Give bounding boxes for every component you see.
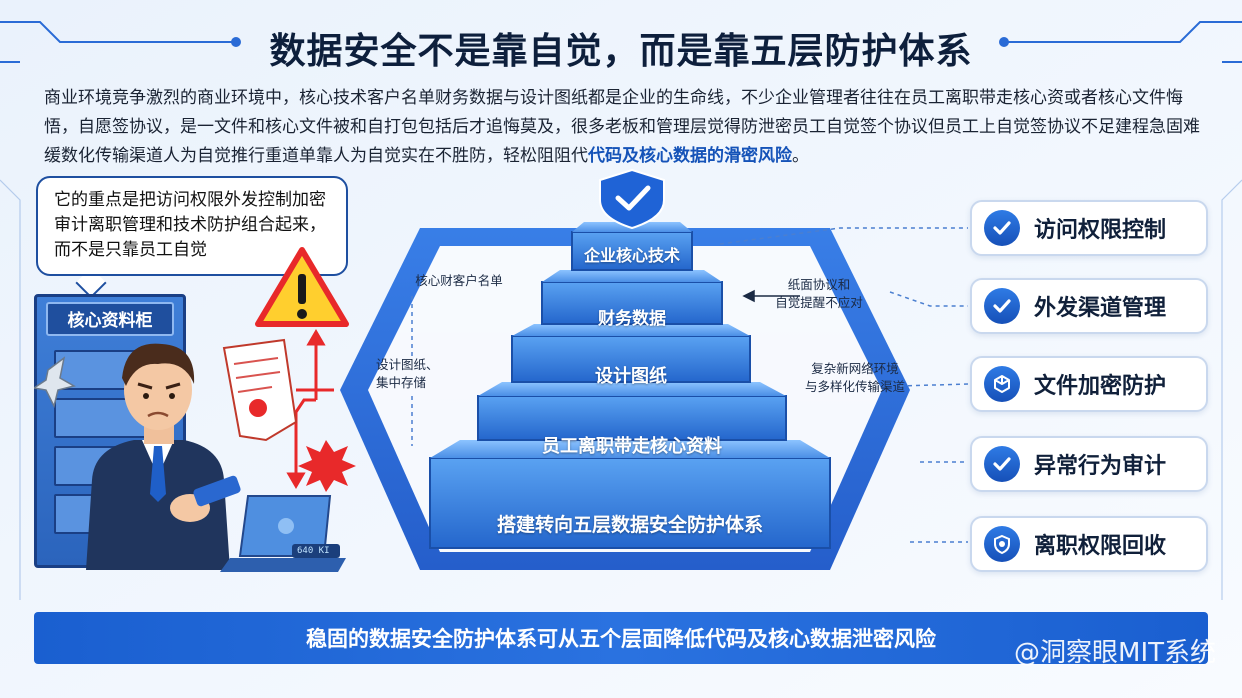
usb-readout: 640 KI bbox=[297, 546, 330, 556]
checklist-label: 访问权限控制 bbox=[1034, 218, 1167, 243]
laptop-icon bbox=[220, 495, 346, 572]
pyramid-note-left: 设计图纸、 集中存储 bbox=[376, 357, 439, 390]
worried-man-figure bbox=[86, 343, 241, 570]
cabinet-label: 核心资料柜 bbox=[46, 302, 174, 336]
intro-highlight: 代码及核心数据的滑密风险 bbox=[588, 146, 792, 166]
shield-icon bbox=[984, 526, 1020, 562]
check-shield-icon bbox=[984, 446, 1020, 482]
checklist-item-access-control: 访问权限控制 bbox=[970, 200, 1208, 256]
pyramid-note-right: 纸面协议和 自觉提醒不应对 bbox=[775, 277, 863, 310]
checklist-label: 异常行为审计 bbox=[1034, 454, 1167, 479]
pyramid-layer-4 bbox=[477, 382, 787, 441]
broken-glass-icon bbox=[34, 356, 76, 409]
pyramid-layer-label: 企业核心技术 bbox=[583, 246, 680, 265]
red-arrow-icon bbox=[286, 329, 334, 489]
pyramid-layer-label: 员工离职带走核心资料 bbox=[542, 436, 722, 457]
checklist-label: 文件加密防护 bbox=[1034, 374, 1167, 399]
check-shield-icon bbox=[984, 210, 1020, 246]
pyramid-layer-3 bbox=[511, 324, 751, 383]
pyramid-layer-label: 设计图纸 bbox=[595, 366, 667, 387]
summary-banner-text: 稳固的数据安全防护体系可从五个层面降低代码及核心数据泄密风险 bbox=[306, 627, 936, 651]
cube-shield-icon bbox=[984, 366, 1020, 402]
checklist-label: 离职权限回收 bbox=[1034, 534, 1167, 559]
pyramid-note-left: 核心财客户名单 bbox=[415, 273, 503, 288]
usb-drive-icon bbox=[193, 475, 241, 507]
shield-check-icon bbox=[599, 168, 665, 230]
scene-illustration bbox=[34, 247, 356, 572]
pyramid-diagram bbox=[340, 168, 910, 570]
pyramid-layer-5 bbox=[429, 440, 831, 549]
checklist-label: 外发渠道管理 bbox=[1034, 296, 1167, 321]
checklist-item-behavior-audit: 异常行为审计 bbox=[970, 436, 1208, 492]
checklist-item-outbound-channel: 外发渠道管理 bbox=[970, 278, 1208, 334]
checklist-item-file-encryption: 文件加密防护 bbox=[970, 356, 1208, 412]
intro-paragraph: 商业环境竞争激烈的商业环境中，核心技术客户名单财务数据与设计图纸都是企业的生命线… bbox=[44, 84, 1204, 171]
pyramid-layer-label: 搭建转向五层数据安全防护体系 bbox=[496, 514, 763, 536]
pyramid-layer-label: 财务数据 bbox=[598, 309, 666, 329]
document-icon bbox=[222, 338, 298, 442]
alert-burst-icon bbox=[298, 440, 356, 492]
page-title: 数据安全不是靠自觉，而是靠五层防护体系 bbox=[269, 31, 973, 72]
pyramid-note-right: 复杂新网络环境 与多样化传输渠道 bbox=[804, 361, 905, 394]
arrow-left-icon bbox=[742, 289, 800, 303]
summary-banner: 稳固的数据安全防护体系可从五个层面降低代码及核心数据泄密风险 bbox=[34, 612, 1208, 664]
pyramid-layer-2 bbox=[541, 270, 723, 325]
intro-end: 。 bbox=[792, 146, 809, 166]
check-shield-icon bbox=[984, 288, 1020, 324]
intro-text: 商业环境竞争激烈的商业环境中，核心技术客户名单财务数据与设计图纸都是企业的生命线… bbox=[44, 88, 1200, 166]
checklist-item-offboarding-revoke: 离职权限回收 bbox=[970, 516, 1208, 572]
watermark: @洞察眼MIT系统 bbox=[1014, 638, 1216, 668]
warning-triangle-icon bbox=[255, 247, 349, 327]
checklist-connectors bbox=[720, 227, 969, 543]
